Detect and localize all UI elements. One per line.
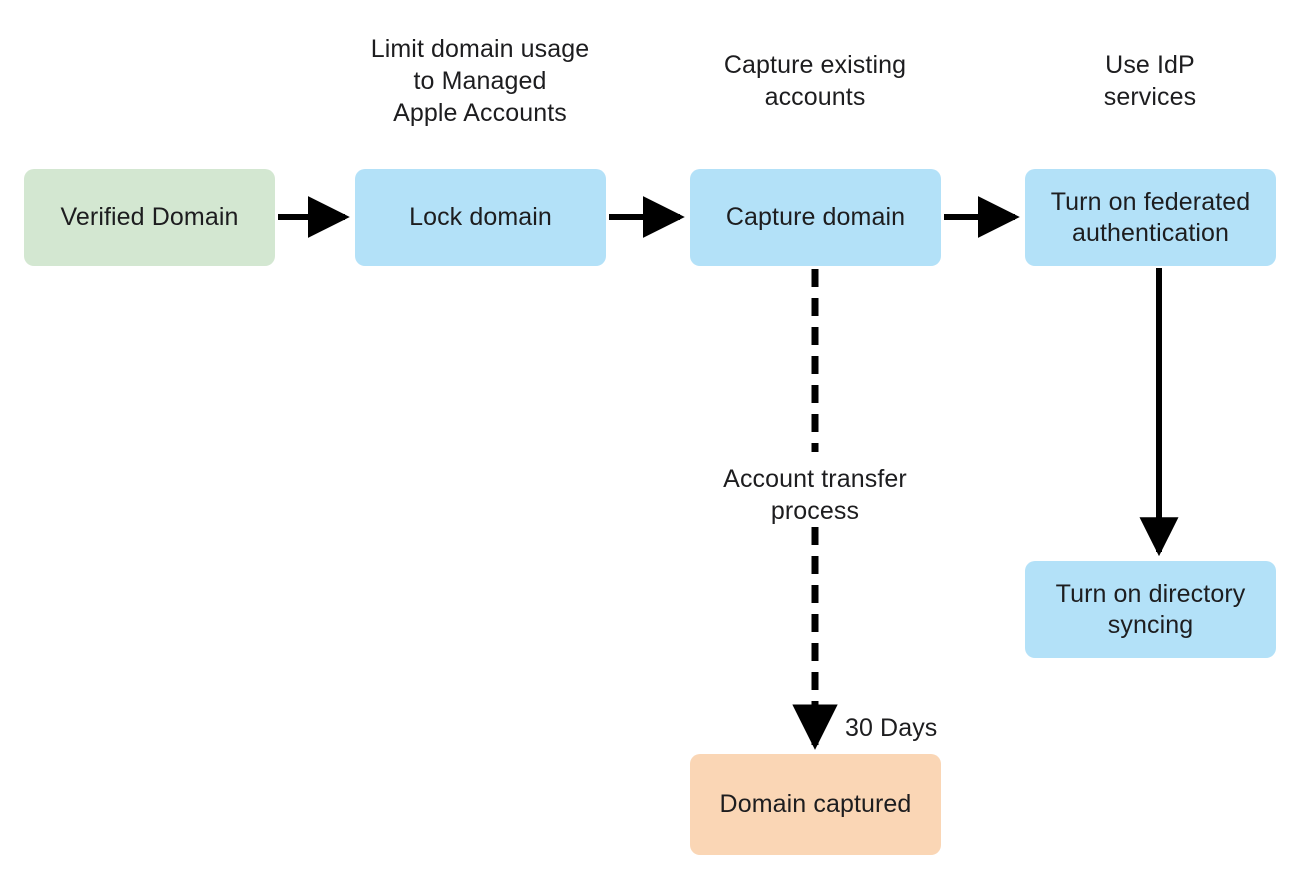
node-directory-syncing[interactable]: Turn on directory syncing — [1025, 561, 1276, 658]
node-domain-captured[interactable]: Domain captured — [690, 754, 941, 855]
node-federated-auth[interactable]: Turn on federated authentication — [1025, 169, 1276, 266]
edge-label-30-days: 30 Days — [845, 714, 938, 742]
edge-label-account-transfer: Account transfer process — [690, 463, 940, 527]
node-capture-domain[interactable]: Capture domain — [690, 169, 941, 266]
caption-capture-domain: Capture existing accounts — [723, 51, 907, 111]
caption-lock-domain: Limit domain usage to Managed Apple Acco… — [370, 35, 590, 127]
caption-federated-auth: Use IdP services — [1103, 51, 1197, 111]
node-verified-domain[interactable]: Verified Domain — [24, 169, 275, 266]
node-lock-domain[interactable]: Lock domain — [355, 169, 606, 266]
